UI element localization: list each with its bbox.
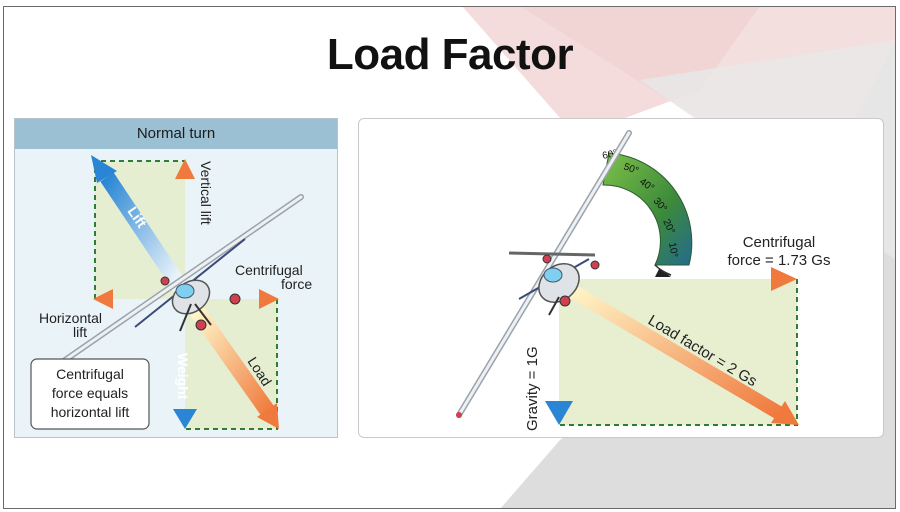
gravity-arrow [545, 295, 573, 425]
bank-tick-10: 10° [666, 242, 679, 259]
note-line-3: horizontal lift [51, 404, 130, 420]
note-line-1: Centrifugal [56, 366, 124, 382]
horizontal-lift-arrow [93, 289, 175, 309]
note-box: Centrifugal force equals horizontal lift [30, 358, 150, 430]
slide-title: Load Factor [326, 30, 574, 79]
centrifugal-force-label-1: Centrifugal [235, 262, 303, 278]
load-factor-arrow [565, 282, 799, 425]
centrifugal-force-label-2: force [281, 276, 312, 292]
normal-turn-diagram: Lift Vertical lift Centrifugal force Hor… [15, 149, 337, 437]
banked-aircraft [52, 194, 304, 370]
bank-tick-50: 50° [622, 161, 640, 177]
vertical-lift-arrow [175, 159, 195, 284]
note-line-2: force equals [52, 385, 128, 401]
bank-angle-scale [602, 152, 693, 277]
centrifugal-force-label-2: force = 1.73 Gs [728, 252, 831, 269]
panel-header: Normal turn [15, 119, 337, 149]
lift-arrow [91, 155, 190, 296]
centrifugal-force-label-1: Centrifugal [743, 234, 816, 251]
load-arrow [190, 306, 279, 429]
gravity-label: Gravity = 1G [524, 346, 541, 431]
weight-arrow [173, 309, 197, 429]
horizontal-lift-label-2: lift [73, 324, 87, 340]
load-factor-panel: 60° 50° 40° 30° 20° 10° [358, 118, 884, 438]
dashed-box-lower [185, 299, 278, 430]
banked-aircraft [456, 130, 632, 418]
dashed-box [559, 279, 798, 426]
centrifugal-force-arrow [569, 267, 797, 291]
vertical-lift-label: Vertical lift [198, 161, 214, 225]
weight-label: Weight [175, 353, 191, 400]
slide-frame [3, 6, 896, 509]
horizontal-lift-label-1: Horizontal [39, 310, 102, 326]
normal-turn-panel: Normal turn [14, 118, 338, 438]
load-factor-diagram: 60° 50° 40° 30° 20° 10° [456, 130, 831, 431]
